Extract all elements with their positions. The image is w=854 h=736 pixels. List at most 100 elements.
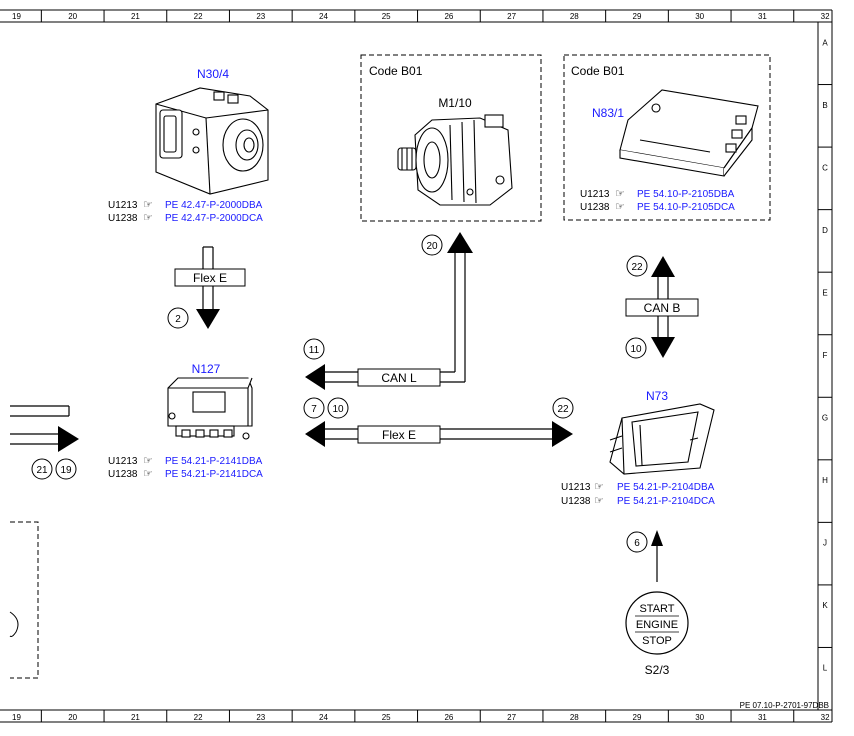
can-b-link: CAN B 22 10 [625,255,699,359]
row-letter-F: F [823,351,828,360]
marker-19: 19 [60,465,72,476]
n73-id: N73 [646,389,668,403]
n83-1-references: U1213 ☞ PE 54.10-P-2105DBA U1238 ☞ PE 54… [580,188,735,213]
m1-10-id: M1/10 [438,96,472,110]
hydraulic-unit-icon [155,87,269,195]
n30-4-id: N30/4 [197,67,229,81]
column-number-27: 27 [507,12,516,21]
column-number-23: 23 [256,713,265,722]
hand-pointer-icon: ☞ [143,455,153,467]
marker-21: 21 [36,465,48,476]
column-number-31: 31 [758,713,767,722]
can-l-link: CAN L 11 [303,338,465,390]
column-number-19: 19 [12,12,21,21]
hand-pointer-icon: ☞ [594,495,604,507]
hand-pointer-icon: ☞ [143,212,153,224]
svg-text:PE 54.10-P-2105DBA: PE 54.10-P-2105DBA [637,189,735,200]
marker-10: 10 [630,344,642,355]
code-b01-label: Code B01 [369,64,423,78]
flex-e-vertical-link: Flex E 2 [167,246,246,329]
can-l-label: CAN L [381,371,417,385]
column-number-24: 24 [319,713,328,722]
svg-text:PE 42.47-P-2000DBA: PE 42.47-P-2000DBA [165,200,263,211]
marker-22: 22 [631,262,643,273]
svg-text:U1238: U1238 [108,213,138,224]
engine-label: ENGINE [636,619,678,631]
row-letter-E: E [822,288,827,297]
column-number-27: 27 [507,713,516,722]
start-label: START [639,603,674,615]
column-number-21: 21 [131,12,140,21]
hand-pointer-icon: ☞ [594,481,604,493]
marker-11: 11 [309,345,320,356]
marker-6: 6 [634,538,640,549]
column-number-22: 22 [194,12,203,21]
column-number-19: 19 [12,713,21,722]
column-number-21: 21 [131,713,140,722]
column-number-29: 29 [633,713,642,722]
alternator-icon [397,114,513,206]
n127-id: N127 [192,362,221,376]
m1-10-link: 20 [421,232,473,382]
n73-references: U1213 ☞ PE 54.21-P-2104DBA U1238 ☞ PE 54… [561,481,715,507]
column-number-32: 32 [821,12,830,21]
code-b01-label: Code B01 [571,64,625,78]
svg-text:U1213: U1213 [108,200,138,211]
row-letter-A: A [822,38,828,47]
flex-e-vertical-label: Flex E [193,271,227,285]
code-b01-box-n83-1 [563,54,771,221]
svg-text:PE 54.21-P-2104DCA: PE 54.21-P-2104DCA [617,496,715,507]
n83-1-id: N83/1 [592,106,624,120]
left-dashed-box-fragment [9,521,39,679]
s2-3-link: 6 [626,530,663,582]
hand-pointer-icon: ☞ [615,188,625,200]
n30-4-references: U1213 ☞ PE 42.47-P-2000DBA U1238 ☞ PE 42… [108,199,263,224]
column-number-25: 25 [382,713,391,722]
column-number-20: 20 [68,12,77,21]
row-letter-D: D [822,226,828,235]
column-number-25: 25 [382,12,391,21]
can-b-label: CAN B [644,301,681,315]
start-stop-button-icon: START ENGINE STOP [625,591,689,655]
row-letter-L: L [823,664,828,673]
left-offpage-links: 21 19 [10,405,79,480]
svg-text:U1238: U1238 [108,469,138,480]
row-letter-G: G [822,414,828,423]
svg-text:PE 54.21-P-2141DCA: PE 54.21-P-2141DCA [165,469,263,480]
svg-text:PE 42.47-P-2000DCA: PE 42.47-P-2000DCA [165,213,263,224]
frame [0,9,833,723]
column-number-28: 28 [570,713,579,722]
footer-doc-ref: PE 07.10-P-2701-97DBB [740,701,829,710]
marker-7: 7 [311,404,317,415]
column-number-22: 22 [194,713,203,722]
flex-e-horizontal-label: Flex E [382,428,416,442]
svg-text:PE 54.21-P-2141DBA: PE 54.21-P-2141DBA [165,456,263,467]
hand-pointer-icon: ☞ [143,199,153,211]
s2-3-id: S2/3 [645,663,670,677]
column-number-29: 29 [633,12,642,21]
svg-text:U1238: U1238 [561,496,591,507]
code-b01-box-m1-10 [360,54,542,222]
row-letter-K: K [822,601,828,610]
marker-2: 2 [175,314,181,325]
flex-e-horizontal-link: Flex E 7 10 22 [303,397,574,447]
stop-label: STOP [642,635,672,647]
svg-text:U1213: U1213 [561,482,591,493]
svg-text:PE 54.21-P-2104DBA: PE 54.21-P-2104DBA [617,482,715,493]
hand-pointer-icon: ☞ [143,468,153,480]
marker-22: 22 [557,404,569,415]
svg-text:U1238: U1238 [580,202,610,213]
converter-module-icon [619,89,759,177]
row-letter-J: J [823,539,827,548]
svg-text:PE 54.10-P-2105DCA: PE 54.10-P-2105DCA [637,202,735,213]
row-letter-H: H [822,476,828,485]
column-number-24: 24 [319,12,328,21]
column-number-23: 23 [256,12,265,21]
column-number-32: 32 [821,713,830,722]
ignition-module-icon [609,403,715,475]
hand-pointer-icon: ☞ [615,201,625,213]
